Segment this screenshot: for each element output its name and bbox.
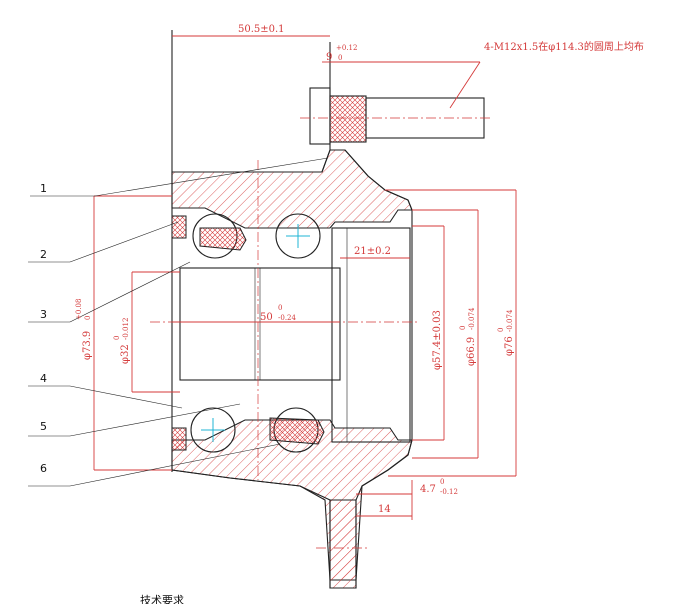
dim-outer-dia: φ73.9 [82,331,93,360]
dim-spigot-dia-tol-lower: -0.074 [468,307,476,330]
ball-top-right [275,213,321,259]
callout-6: 6 [40,462,47,475]
dim-bore-dia: φ32 [120,344,131,364]
callout-4: 4 [40,372,47,385]
dim-step-depth-tol-lower: -0.12 [440,488,458,496]
dim-outer-dia-tol-upper: +0.08 [75,299,83,320]
seal-ring [331,227,411,443]
leader-lines [28,157,329,487]
dim-overall-width: 50.5±0.1 [238,24,285,35]
dim-step-depth: 4.7 [420,484,436,495]
bolt-note: 4-M12x1.5在φ114.3的圆周上均布 [484,40,644,53]
hub-flange-top-section [171,149,413,229]
dim-flange-dia-tol-upper: 0 [497,328,505,332]
ball-bottom-right [269,407,325,453]
dim-seal-width: 21±0.2 [354,246,391,257]
callout-2: 2 [40,248,47,261]
dim-flange-offset-tol-lower: 0 [338,54,342,62]
hub-flange-bottom-section [171,419,413,581]
callout-1: 1 [40,182,47,195]
dim-spigot-dia: φ66.9 [466,337,477,366]
callout-3: 3 [40,308,47,321]
ball-bottom-left [190,407,236,453]
dim-pilot-dia: φ57.4±0.03 [432,310,443,370]
hub-outer-contour [171,149,413,589]
dim-step-depth-tol-upper: 0 [440,478,444,486]
footer-note: 技术要求 [140,594,184,604]
dim-bearing-width: 50 [260,312,273,323]
dim-bore-dia-tol-upper: 0 [113,336,121,340]
dim-bore-dia-tol-lower: -0.012 [122,318,130,340]
dim-flange-thickness: 14 [378,504,391,515]
dim-bearing-width-tol-upper: 0 [278,304,282,312]
flange-lower-arm [329,499,357,589]
dim-flange-offset-tol-upper: +0.12 [336,44,357,52]
dim-outer-dia-tol-lower: 0 [84,316,92,320]
callout-5: 5 [40,420,47,433]
seal-left-top [171,215,187,239]
dim-flange-dia-tol-lower: -0.074 [506,309,514,332]
dim-flange-dia: φ76 [504,336,515,356]
dim-flange-offset: 9 [326,52,332,63]
dim-spigot-dia-tol-upper: 0 [459,326,467,330]
dim-bearing-width-tol-lower: -0.24 [278,314,296,322]
wheel-bolt [300,87,490,145]
seal-left-bottom [171,427,187,451]
ball-top-left [192,213,247,259]
